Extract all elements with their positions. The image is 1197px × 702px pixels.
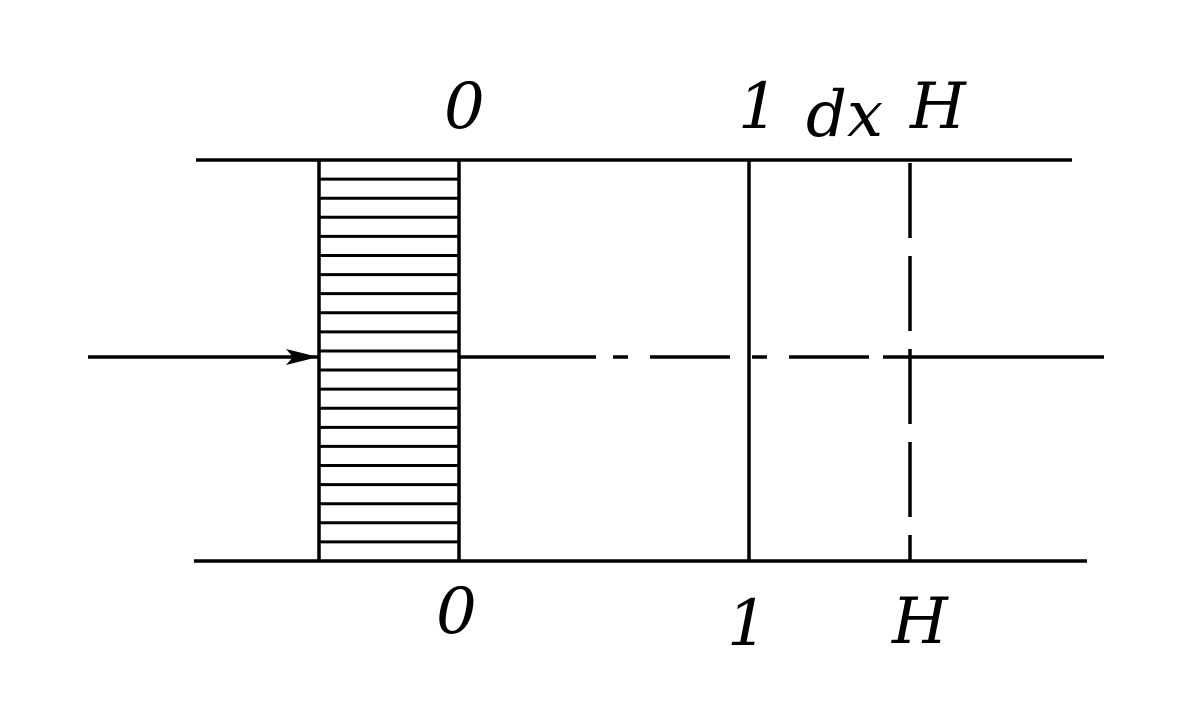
- label-top-one: 1: [738, 70, 779, 144]
- label-top-zero: 0: [444, 70, 485, 144]
- label-top-h: H: [909, 70, 967, 144]
- label-bottom-one: 1: [727, 587, 768, 661]
- label-bottom-zero: 0: [436, 575, 477, 649]
- hatch-lines: [319, 177, 459, 544]
- input-arrow-head: [286, 349, 318, 365]
- hatched-block: [317, 160, 461, 561]
- label-top-dx: dx: [806, 78, 883, 152]
- label-bottom-h: H: [891, 585, 949, 659]
